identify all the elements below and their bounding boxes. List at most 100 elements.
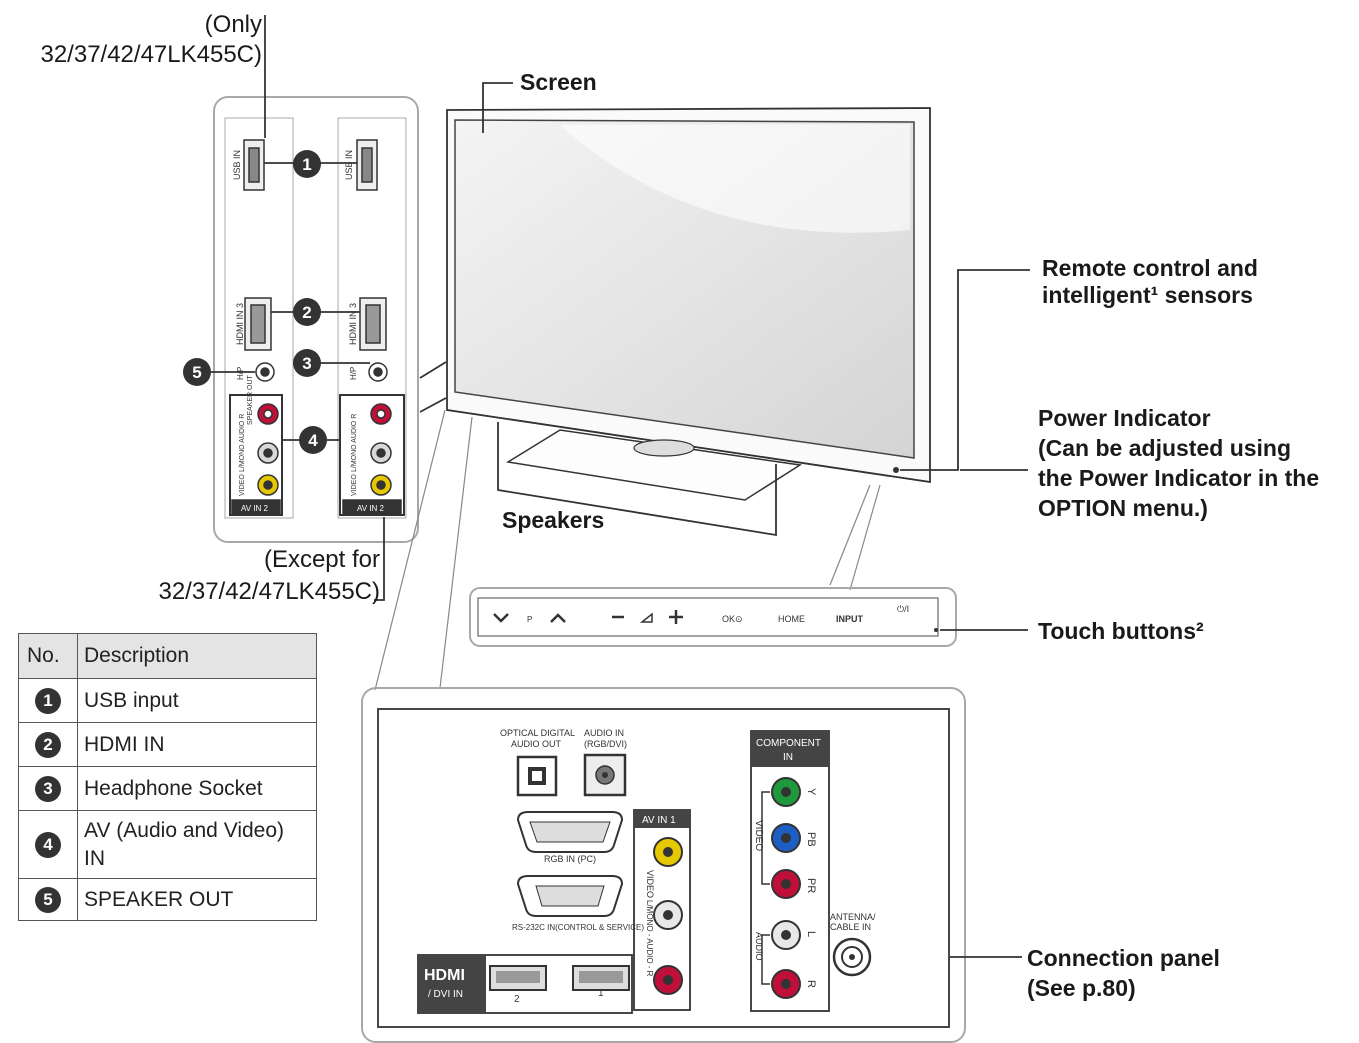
speaker-out-port-label: SPEAKER OUT xyxy=(247,374,254,425)
touch-prog-label: P xyxy=(527,615,532,624)
component-label-2: IN xyxy=(783,752,793,763)
audio-in-label-1: AUDIO IN xyxy=(584,728,624,738)
rs232c-label: RS-232C IN(CONTROL & SERVICE) xyxy=(512,923,644,932)
only-note: (Only 32/37/42/47LK455C) xyxy=(8,10,262,70)
antenna-label-2: CABLE IN xyxy=(830,922,871,932)
number-badge: 5 xyxy=(35,886,61,913)
component-label-1: COMPONENT xyxy=(756,738,821,749)
connection-panel-line-2: (See p.80) xyxy=(1027,974,1136,1001)
power-indicator-line-2: (Can be adjusted using xyxy=(1038,434,1292,461)
only-note-line-2: 32/37/42/47LK455C) xyxy=(40,41,262,68)
touch-button-labels: P OK⊙ HOME INPUT ⏻/I xyxy=(527,604,909,624)
table-cell-no: 1 xyxy=(18,678,78,723)
table-row: 5 SPEAKER OUT xyxy=(18,878,317,921)
table-row: 3 Headphone Socket xyxy=(18,766,317,811)
hdmi-sub-label: / DVI IN xyxy=(428,989,463,1000)
speakers-label: Speakers xyxy=(502,507,605,533)
screen-label: Screen xyxy=(520,69,597,95)
comp-y-label: Y xyxy=(805,788,817,796)
table-cell-desc: AV (Audio and Video) IN xyxy=(77,810,317,879)
touch-buttons-label: Touch buttons² xyxy=(1038,618,1204,644)
remote-sensor-label: Remote control and intelligent¹ sensors xyxy=(1042,255,1258,309)
connection-panel-label: Connection panel (See p.80) xyxy=(1027,944,1220,1004)
av-audio-port-label-right: L/MONO AUDIO R xyxy=(351,414,358,472)
table-cell-no: 2 xyxy=(18,722,78,767)
connection-panel xyxy=(361,409,1022,1043)
touch-power-label: ⏻/I xyxy=(897,604,909,614)
remote-sensor-line-1: Remote control and xyxy=(1042,255,1258,281)
table-header-no: No. xyxy=(18,633,78,679)
number-badge: 4 xyxy=(35,831,61,858)
table-row: 2 HDMI IN xyxy=(18,722,317,767)
callout-4: 4 xyxy=(308,431,318,450)
power-indicator-line-3: the Power Indicator in the xyxy=(1038,464,1320,491)
except-note-line-2: 32/37/42/47LK455C) xyxy=(158,578,380,606)
component-audio-label: AUDIO xyxy=(754,932,764,961)
comp-pr-label: PR xyxy=(805,878,817,893)
number-badge: 2 xyxy=(35,731,61,758)
headphone-port-label-right: H/P xyxy=(349,367,358,380)
side-panel-right-ports xyxy=(339,139,405,516)
av1-video-label: VIDEO xyxy=(645,870,655,898)
connection-panel-labels: OPTICAL DIGITAL AUDIO OUT AUDIO IN (RGB/… xyxy=(424,728,876,1005)
av-video-port-label-right: VIDEO xyxy=(351,474,358,496)
rgb-in-label: RGB IN (PC) xyxy=(544,854,596,864)
av-in-2-label-right: AV IN 2 xyxy=(357,504,385,513)
table-row: 4 AV (Audio and Video) IN xyxy=(18,810,317,879)
table-cell-desc: HDMI IN xyxy=(77,722,317,767)
touch-input-label: INPUT xyxy=(836,614,864,624)
side-panel xyxy=(213,96,419,543)
side-panel-left-ports xyxy=(229,139,283,516)
number-badge: 1 xyxy=(35,687,61,714)
callout-2: 2 xyxy=(302,303,311,322)
callout-5: 5 xyxy=(192,363,201,382)
touch-ok-label: OK⊙ xyxy=(722,614,743,624)
av-in-2-label-left: AV IN 2 xyxy=(241,504,269,513)
tv-leaders xyxy=(419,82,1030,537)
table-cell-desc: SPEAKER OUT xyxy=(77,878,317,921)
power-indicator-label: Power Indicator (Can be adjusted using t… xyxy=(1038,404,1319,524)
usb-port-label-right: USB IN xyxy=(344,150,354,180)
hdmi-port-label-left: HDMI IN 3 xyxy=(235,303,245,345)
comp-l-label: L xyxy=(805,931,817,937)
touch-home-label: HOME xyxy=(778,614,805,624)
av1-audio-label: L/MONO - AUDIO - R xyxy=(645,900,654,977)
headphone-port-label-left: H/P xyxy=(236,367,245,380)
side-panel-port-labels: USB IN USB IN HDMI IN 3 HDMI IN 3 H/P H/… xyxy=(232,150,385,513)
hdmi-port-1-label: 1 xyxy=(598,988,604,999)
callout-3: 3 xyxy=(302,354,311,373)
table-cell-no: 5 xyxy=(18,878,78,921)
table-cell-desc: USB input xyxy=(77,678,317,723)
table-cell-no: 3 xyxy=(18,766,78,811)
except-note: (Except for 32/37/42/47LK455C) xyxy=(120,544,380,609)
only-note-line-1: (Only xyxy=(204,11,262,38)
side-panel-callout-badges xyxy=(183,150,327,454)
table-header-row: No. Description xyxy=(18,633,317,679)
connection-panel-line-1: Connection panel xyxy=(1027,945,1220,971)
audio-in-label-2: (RGB/DVI) xyxy=(584,739,627,749)
power-indicator-line-1: Power Indicator xyxy=(1038,405,1211,431)
table-cell-desc: Headphone Socket xyxy=(77,766,317,811)
antenna-label-1: ANTENNA/ xyxy=(830,912,876,922)
touch-button-panel xyxy=(469,484,1028,647)
table-row: 1 USB input xyxy=(18,678,317,723)
table-header-description: Description xyxy=(77,633,317,679)
optical-label-1: OPTICAL DIGITAL xyxy=(500,728,575,738)
remote-sensor-line-2: intelligent¹ sensors xyxy=(1042,282,1253,309)
number-badge: 3 xyxy=(35,775,61,802)
table-cell-no: 4 xyxy=(18,810,78,879)
comp-r-label: R xyxy=(805,980,817,988)
tv-body xyxy=(446,107,931,501)
av-video-port-label-left: VIDEO xyxy=(239,474,246,496)
hdmi-logo: HDMI xyxy=(424,967,465,984)
comp-pb-label: PB xyxy=(805,832,817,847)
hdmi-port-label-right: HDMI IN 3 xyxy=(348,303,358,345)
av-in-1-label: AV IN 1 xyxy=(642,815,676,826)
av-audio-port-label-left: L/MONO AUDIO R xyxy=(239,414,246,472)
hdmi-port-2-label: 2 xyxy=(514,994,520,1005)
power-indicator-line-4: OPTION menu.) xyxy=(1038,494,1208,521)
description-table: No. Description 1 USB input 2 HDMI IN 3 … xyxy=(18,633,317,921)
component-video-label: VIDEO xyxy=(753,820,764,851)
optical-label-2: AUDIO OUT xyxy=(511,739,562,749)
